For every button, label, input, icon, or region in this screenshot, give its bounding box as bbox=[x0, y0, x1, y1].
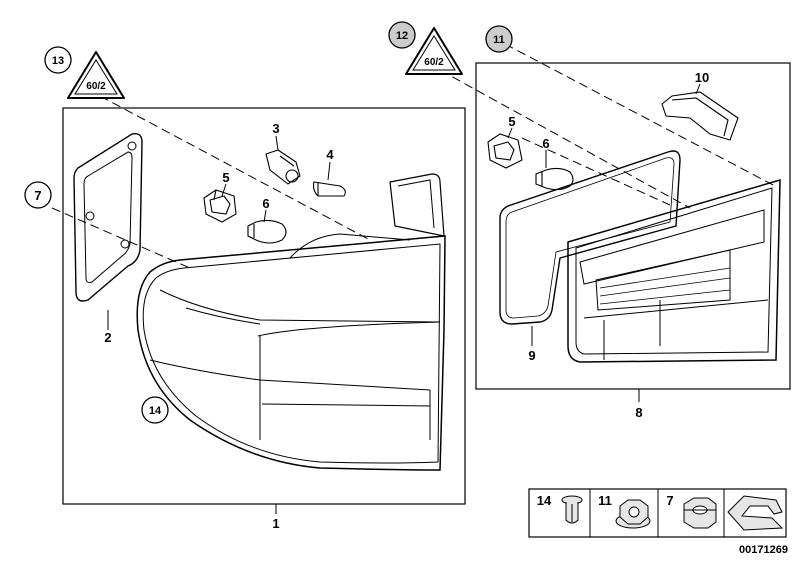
part-label-4: 4 bbox=[326, 147, 334, 162]
circled-label-13: 13 bbox=[44, 46, 72, 74]
inner-light-frame bbox=[475, 62, 791, 390]
flange-nut-icon bbox=[615, 499, 651, 529]
bracket-part-10 bbox=[661, 91, 739, 141]
part-label-10: 10 bbox=[695, 70, 709, 85]
bulb-socket-3 bbox=[265, 149, 301, 185]
part-label-8: 8 bbox=[635, 405, 642, 420]
bulb-socket-5-left bbox=[203, 189, 237, 223]
svg-text:7: 7 bbox=[34, 188, 41, 203]
circled-label-7: 7 bbox=[24, 181, 52, 209]
part-label-9: 9 bbox=[528, 348, 535, 363]
diagram-id: 00171269 bbox=[739, 544, 788, 556]
clip-icon bbox=[727, 495, 784, 531]
part-label-6-left: 6 bbox=[262, 196, 269, 211]
legend-label-11: 11 bbox=[598, 493, 612, 508]
warning-triangle-13: 60/2 bbox=[67, 51, 125, 99]
part-label-1: 1 bbox=[272, 516, 279, 531]
circled-label-11: 11 bbox=[485, 25, 513, 53]
inner-tail-light-part-8 bbox=[567, 178, 781, 363]
gasket-part-2 bbox=[73, 132, 143, 302]
hex-nut-icon bbox=[683, 497, 717, 529]
circled-label-12: 12 bbox=[388, 21, 416, 49]
dashed-guide-lines bbox=[51, 43, 776, 269]
legend-label-7: 7 bbox=[666, 493, 673, 508]
part-label-5-left: 5 bbox=[222, 170, 229, 185]
tail-light-outer bbox=[136, 173, 446, 471]
bulb-socket-5-right bbox=[487, 133, 523, 169]
svg-text:11: 11 bbox=[493, 34, 505, 46]
part-label-2: 2 bbox=[104, 330, 111, 345]
bulb-4 bbox=[312, 181, 346, 197]
triangle-text-12: 60/2 bbox=[424, 57, 444, 68]
leader-lines bbox=[107, 83, 701, 514]
legend-label-14: 14 bbox=[537, 493, 552, 508]
bulb-6-right bbox=[535, 167, 574, 191]
seal-part-9 bbox=[499, 150, 681, 325]
bulb-6-left bbox=[247, 219, 287, 244]
part-label-5-right: 5 bbox=[508, 114, 515, 129]
expansion-rivet-icon bbox=[561, 495, 583, 524]
part-label-3: 3 bbox=[272, 121, 279, 136]
svg-text:14: 14 bbox=[149, 405, 162, 417]
part-label-6-right: 6 bbox=[542, 136, 549, 151]
warning-triangle-12: 60/2 bbox=[405, 27, 463, 75]
fastener-legend: 14 11 7 bbox=[528, 488, 787, 538]
svg-text:12: 12 bbox=[396, 30, 408, 42]
circled-label-14: 14 bbox=[141, 396, 169, 424]
main-assembly-frame bbox=[62, 107, 466, 505]
svg-text:13: 13 bbox=[52, 55, 64, 67]
triangle-text-13: 60/2 bbox=[86, 81, 106, 92]
